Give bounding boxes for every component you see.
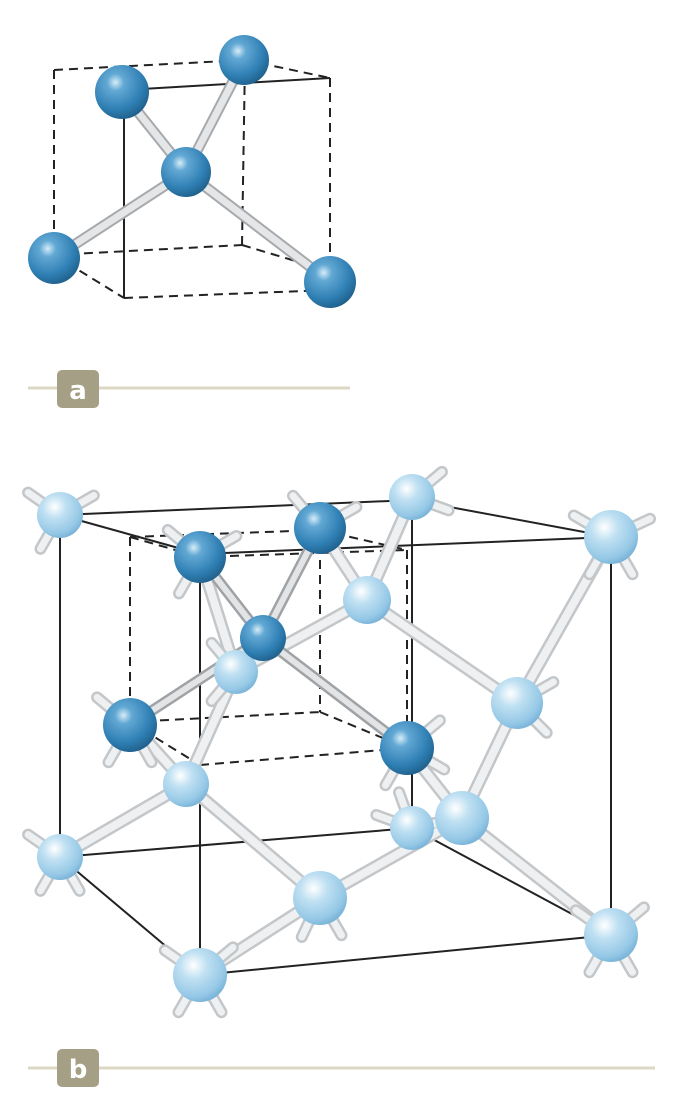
atom-top-front <box>95 65 149 119</box>
unit-cube-a <box>53 59 333 299</box>
lattice-atom-7 <box>22 486 100 555</box>
lattice-atom-12 <box>569 901 650 979</box>
lattice-atom-8 <box>389 465 455 520</box>
tetrahedral-atom-13 <box>161 524 243 600</box>
panel-label-b: b <box>69 1055 88 1085</box>
sub-cube-b <box>129 529 408 766</box>
unit-cell-b <box>59 499 612 976</box>
tetrahedral-atom-16 <box>91 691 158 769</box>
lattice-atom-6 <box>293 871 348 943</box>
lattice-atom-1 <box>205 636 258 708</box>
lattice-atom-11 <box>158 941 239 1019</box>
atom-bottom-left <box>28 232 80 284</box>
tetrahedral-atom-17 <box>379 714 451 792</box>
atoms-b <box>22 465 656 1019</box>
lattice-atom-3 <box>343 576 391 624</box>
label-b: b <box>28 1049 655 1087</box>
atom-center <box>161 147 211 197</box>
tetrahedral-atom-15 <box>240 615 286 661</box>
lattice-atom-0 <box>370 786 434 850</box>
lattice-atom-4 <box>491 676 560 739</box>
lattice-atom-10 <box>22 828 86 897</box>
label-a: a <box>28 370 350 408</box>
lattice-atom-5 <box>435 791 489 845</box>
panel-b: b <box>22 465 656 1087</box>
atoms-a <box>28 35 356 308</box>
atom-top-back <box>219 35 269 85</box>
lattice-atom-2 <box>163 761 209 807</box>
atom-bottom-right <box>304 256 356 308</box>
tetrahedral-atom-14 <box>287 489 363 554</box>
panel-label-a: a <box>69 376 87 406</box>
panel-a: a <box>28 35 356 408</box>
lattice-atom-9 <box>567 509 656 581</box>
